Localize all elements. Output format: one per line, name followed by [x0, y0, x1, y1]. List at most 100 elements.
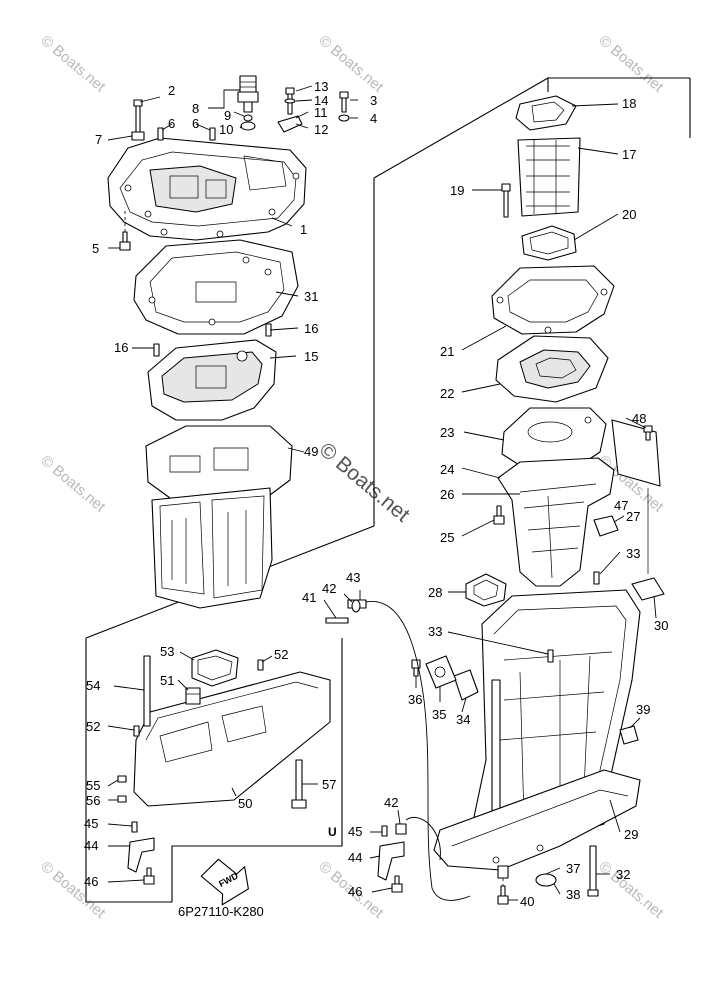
part-number: 48: [632, 411, 646, 426]
part-number: 33: [428, 624, 442, 639]
exhaust-guide-assembly: [133, 239, 299, 609]
part-number: 40: [520, 894, 534, 909]
part-number: 8: [192, 101, 199, 116]
part-number: 43: [346, 570, 360, 585]
bracket: [127, 837, 155, 873]
part-number: 1: [300, 222, 307, 237]
part-number: 23: [440, 425, 454, 440]
part-number: 12: [314, 122, 328, 137]
seal: [521, 225, 577, 261]
part-number: 34: [456, 712, 470, 727]
water-pipe: [491, 679, 501, 831]
part-labels: 1 2 3 4 5 6 6 7 8 9 10 11 12 13 14 15 16…: [84, 79, 668, 909]
gasket: [491, 265, 615, 335]
nozzle: [325, 617, 349, 624]
part-number: 13: [314, 79, 328, 94]
part-number: 9: [224, 108, 231, 123]
part-number: 25: [440, 530, 454, 545]
part-number: 6: [168, 116, 175, 131]
part-number: 22: [440, 386, 454, 401]
part-number: 46: [84, 874, 98, 889]
part-number: 7: [95, 132, 102, 147]
relief-valve: [237, 75, 259, 113]
part-number: 10: [219, 122, 233, 137]
watermark: © Boats.net: [37, 32, 109, 96]
drawing-code: 6P27110-K280: [178, 904, 264, 919]
bolt-32: [587, 845, 599, 897]
part-number: 26: [440, 487, 454, 502]
part-number: 28: [428, 585, 442, 600]
part-number: 20: [622, 207, 636, 222]
part-number: 45: [348, 824, 362, 839]
part-number: 54: [86, 678, 100, 693]
part-number: 18: [622, 96, 636, 111]
part-number: 27: [626, 509, 640, 524]
inset-detail: FWD U: [117, 649, 337, 906]
part-number: 5: [92, 241, 99, 256]
top-cover-assembly: [107, 75, 350, 251]
gasket: [133, 239, 299, 335]
part-number: 47: [614, 498, 628, 513]
part-number: 51: [160, 673, 174, 688]
part-number: 41: [302, 590, 316, 605]
plug: [131, 131, 145, 141]
bolt: [133, 99, 143, 133]
fwd-arrow-icon: FWD: [200, 858, 249, 906]
part-number: 17: [622, 147, 636, 162]
gasket-muffler-plate: [145, 425, 293, 507]
part-number: 44: [84, 838, 98, 853]
part-number: 38: [566, 887, 580, 902]
part-number: 55: [86, 778, 100, 793]
variant-mark: U: [328, 825, 337, 839]
part-number: 21: [440, 344, 454, 359]
watermark-center: © Boats.net: [315, 438, 414, 526]
exhaust-manifold-assembly: [491, 95, 661, 587]
part-number: 56: [86, 793, 100, 808]
watermark: © Boats.net: [595, 858, 667, 922]
part-number: 57: [322, 777, 336, 792]
exhaust-housing-bottom: [433, 769, 641, 871]
stud-54: [143, 655, 151, 727]
watermark: © Boats.net: [37, 452, 109, 516]
leader-lines: [107, 85, 657, 901]
watermark: © Boats.net: [595, 32, 667, 96]
part-number: 35: [432, 707, 446, 722]
part-number: 45: [84, 816, 98, 831]
oil-pan-upper-plate: [501, 407, 607, 469]
part-number: 29: [624, 827, 638, 842]
part-number: 44: [348, 850, 362, 865]
seal-28: [465, 573, 507, 607]
part-number: 32: [616, 867, 630, 882]
grommet: [453, 669, 479, 701]
part-number: 3: [370, 93, 377, 108]
part-number: 49: [304, 444, 318, 459]
part-number: 46: [348, 884, 362, 899]
mount: [631, 577, 665, 601]
part-number: 6: [192, 116, 199, 131]
bracket-44: [377, 841, 405, 881]
part-number: 16: [114, 340, 128, 355]
exhaust-muffler: [151, 487, 273, 609]
part-number: 16: [304, 321, 318, 336]
part-number: 52: [274, 647, 288, 662]
part-number: 11: [314, 105, 328, 120]
plug-51: [185, 687, 201, 705]
part-number: 50: [238, 796, 252, 811]
part-number: 30: [654, 618, 668, 633]
rubber-seal: [593, 515, 619, 537]
part-number: 53: [160, 644, 174, 659]
part-number: 14: [314, 93, 328, 108]
part-number: 37: [566, 861, 580, 876]
part-number: 31: [304, 289, 318, 304]
gasket: [515, 95, 577, 131]
part-number: 24: [440, 462, 454, 477]
exhaust-pipe: [517, 137, 581, 217]
upper-casing-assembly: [325, 571, 665, 905]
part-number: 39: [636, 702, 650, 717]
watermark: © Boats.net: [37, 858, 109, 922]
part-number: 33: [626, 546, 640, 561]
part-number: 19: [450, 183, 464, 198]
oil-pan: [497, 457, 615, 587]
part-number: 15: [304, 349, 318, 364]
